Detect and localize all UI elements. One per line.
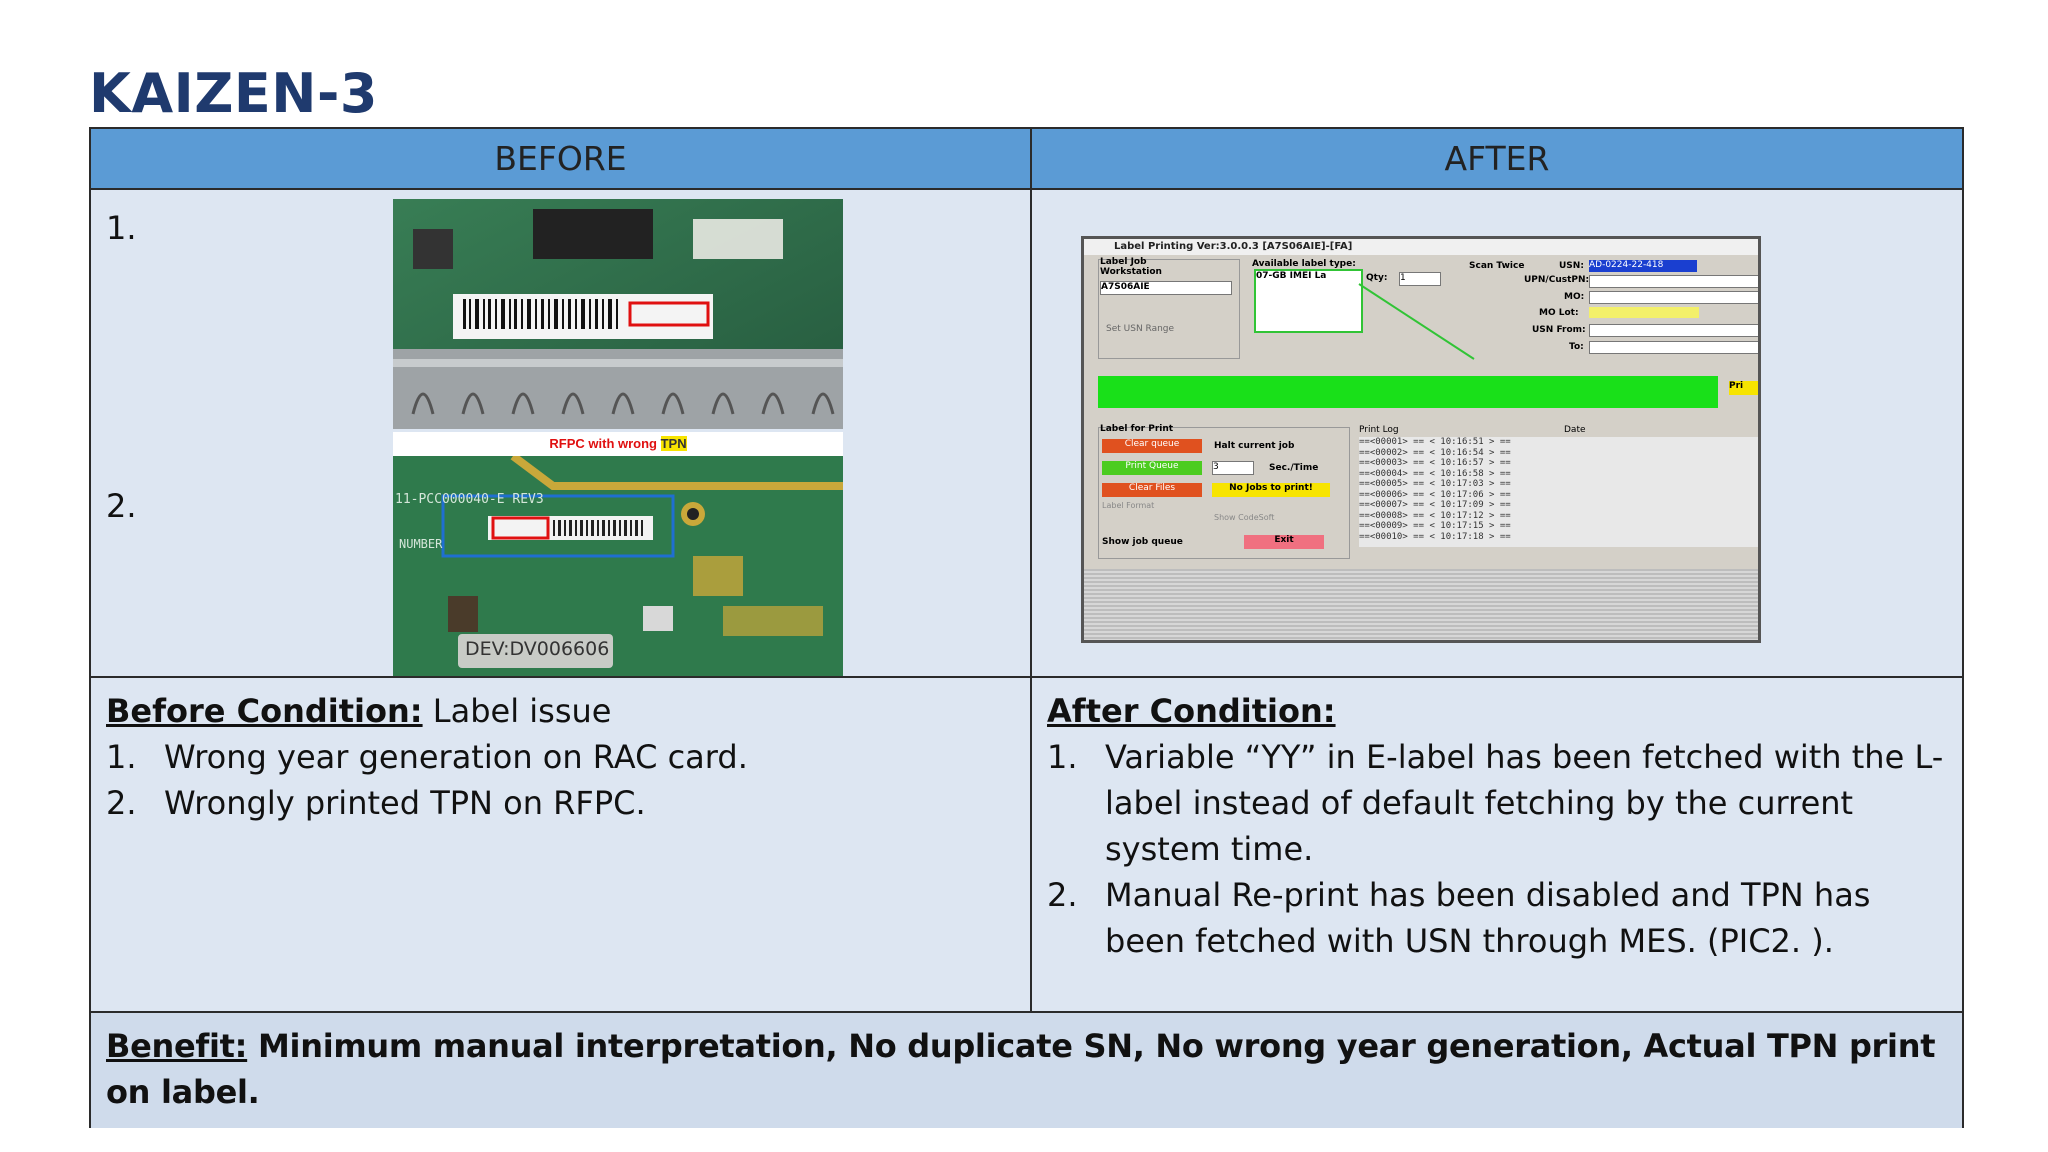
to-label: To: — [1569, 342, 1584, 352]
log-line: ==<00007> == < 10:17:09 > == — [1359, 500, 1511, 510]
label-for-print-group — [1098, 427, 1350, 559]
progress-bar — [1098, 376, 1718, 408]
workstation-field[interactable]: A7S06AIE — [1100, 281, 1232, 295]
column-divider — [1030, 129, 1032, 1013]
before-item-number-1: 1. — [106, 209, 137, 247]
print-button[interactable]: Pri — [1729, 381, 1758, 395]
benefit-label: Benefit: — [106, 1027, 248, 1065]
log-line: ==<00002> == < 10:16:54 > == — [1359, 447, 1511, 458]
header-after: AFTER — [1444, 139, 1550, 178]
rfpc-caption: RFPC with wrong TPN — [393, 432, 843, 456]
rfpc-dev-label: DEV:DV006606 — [465, 638, 610, 660]
list-text: Wrongly printed TPN on RFPC. — [164, 784, 646, 822]
list-item: 2. Manual Re-print has been disabled and … — [1047, 872, 1947, 964]
benefit-text-block: Benefit: Minimum manual interpretation, … — [106, 1023, 1946, 1115]
available-label-type-label: Available label type: — [1252, 259, 1356, 269]
table-header: BEFORE AFTER — [91, 129, 1962, 190]
no-jobs-status: No Jobs to print! — [1212, 483, 1330, 497]
mo-lot-label: MO Lot: — [1539, 308, 1579, 318]
exit-button[interactable]: Exit — [1244, 535, 1324, 549]
label-format-label: Label Format — [1102, 501, 1155, 510]
usn-from-field[interactable] — [1589, 324, 1758, 337]
sec-field[interactable]: 3 — [1212, 461, 1254, 475]
list-number: 1. — [106, 738, 137, 776]
mo-field[interactable] — [1589, 291, 1758, 304]
clear-queue-button[interactable]: Clear queue — [1102, 439, 1202, 453]
list-number: 2. — [106, 784, 137, 822]
rfpc-caption-text: RFPC with wrong — [549, 436, 661, 451]
set-usn-range-radio[interactable]: Set USN Range — [1106, 324, 1175, 334]
after-condition: After Condition: 1. Variable “YY” in E-la… — [1047, 688, 1947, 964]
scan-twice-checkbox[interactable]: Scan Twice — [1469, 261, 1525, 271]
before-condition-list: 1. Wrong year generation on RAC card. 2. W… — [106, 734, 1006, 826]
label-type-list[interactable]: 07-GB IMEI La — [1254, 269, 1363, 333]
list-text: Wrong year generation on RAC card. — [164, 738, 748, 776]
after-condition-list: 1. Variable “YY” in E-label has been fetc… — [1047, 734, 1947, 964]
log-line: ==<00004> == < 10:16:58 > == — [1359, 468, 1511, 479]
print-log-label: Print Log — [1359, 425, 1399, 435]
list-item: 1. Wrong year generation on RAC card. — [106, 734, 1006, 780]
log-line: ==<00010> == < 10:17:18 > == — [1359, 531, 1511, 542]
annotation-arrow — [1358, 283, 1475, 360]
before-condition-label: Before Condition: — [106, 692, 423, 730]
row-divider-1 — [91, 676, 1962, 678]
qty-label: Qty: — [1366, 273, 1388, 283]
qty-field[interactable]: 1 — [1399, 272, 1441, 286]
label-for-print-label: Label for Print — [1100, 424, 1174, 434]
page-title: KAIZEN-3 — [89, 62, 378, 125]
to-field[interactable] — [1589, 341, 1758, 354]
label-printing-app-screenshot: Label Printing Ver:3.0.0.3 [A7S06AIE]-[F… — [1081, 236, 1761, 643]
print-log-list: ==<00001> == < 10:16:51 > == ==<00002> =… — [1359, 437, 1758, 547]
rfpc-caption-highlight: TPN — [660, 436, 687, 451]
list-text: Variable “YY” in E-label has been fetche… — [1105, 738, 1944, 868]
label-job-group — [1098, 259, 1240, 359]
after-condition-label: After Condition: — [1047, 692, 1336, 730]
workstation-label: Workstation — [1100, 267, 1162, 277]
halt-job-checkbox[interactable]: Halt current job — [1214, 441, 1295, 451]
benefit-text: Minimum manual interpretation, No duplic… — [106, 1027, 1936, 1111]
benefit-row: Benefit: Minimum manual interpretation, … — [91, 1013, 1962, 1128]
upn-field[interactable] — [1589, 275, 1758, 288]
mo-lot-field[interactable] — [1589, 307, 1699, 318]
usn-label: USN: — [1559, 261, 1584, 271]
row-divider-2 — [91, 1011, 1962, 1013]
show-codesoft-checkbox[interactable]: Show CodeSoft — [1214, 513, 1275, 522]
list-number: 1. — [1047, 738, 1078, 776]
pcb-photo-rac-card — [393, 199, 843, 429]
list-text: Manual Re-print has been disabled and TP… — [1105, 876, 1871, 960]
usn-field[interactable]: AD-0224-22-418 — [1589, 260, 1697, 272]
rfpc-board-drawing — [441, 456, 843, 668]
before-item-number-2: 2. — [106, 487, 137, 525]
list-item: 2. Wrongly printed TPN on RFPC. — [106, 780, 1006, 826]
mo-label: MO: — [1564, 292, 1585, 302]
header-before: BEFORE — [494, 139, 627, 178]
before-condition: Before Condition: Label issue 1. Wrong ye… — [106, 688, 1006, 826]
list-number: 2. — [1047, 876, 1078, 914]
before-condition-value: Label issue — [422, 692, 612, 730]
log-line: ==<00006> == < 10:17:06 > == — [1359, 489, 1511, 500]
show-job-queue-checkbox[interactable]: Show job queue — [1102, 537, 1183, 547]
log-line: ==<00005> == < 10:17:03 > == — [1359, 479, 1511, 489]
list-item: 1. Variable “YY” in E-label has been fetc… — [1047, 734, 1947, 872]
sec-time-label: Sec./Time — [1269, 463, 1319, 473]
rfpc-silkscreen-number: NUMBER — [399, 537, 443, 551]
label-job-label: Label Job — [1100, 257, 1147, 267]
usn-from-label: USN From: — [1532, 325, 1586, 335]
status-area — [1084, 569, 1758, 640]
print-queue-button[interactable]: Print Queue — [1102, 461, 1202, 475]
clear-files-button[interactable]: Clear Files — [1102, 483, 1202, 497]
rfpc-silkscreen-partnum: 11-PCC000040-E REV3 — [395, 492, 544, 507]
kaizen-table: BEFORE AFTER 1. 2. — [89, 127, 1964, 1128]
upn-label: UPN/CustPN: — [1524, 275, 1590, 285]
log-line: ==<00001> == < 10:16:51 > == — [1359, 437, 1511, 447]
log-line: ==<00003> == < 10:16:57 > == — [1359, 458, 1511, 468]
log-line: ==<00008> == < 10:17:12 > == — [1359, 510, 1511, 521]
app-title-bar: Label Printing Ver:3.0.0.3 [A7S06AIE]-[F… — [1084, 239, 1758, 255]
pcb-photo-rfpc: RFPC with wrong TPN 11-PCC000040-E — [393, 432, 843, 676]
date-checkbox[interactable]: Date — [1564, 425, 1586, 435]
log-line: ==<00009> == < 10:17:15 > == — [1359, 521, 1511, 531]
